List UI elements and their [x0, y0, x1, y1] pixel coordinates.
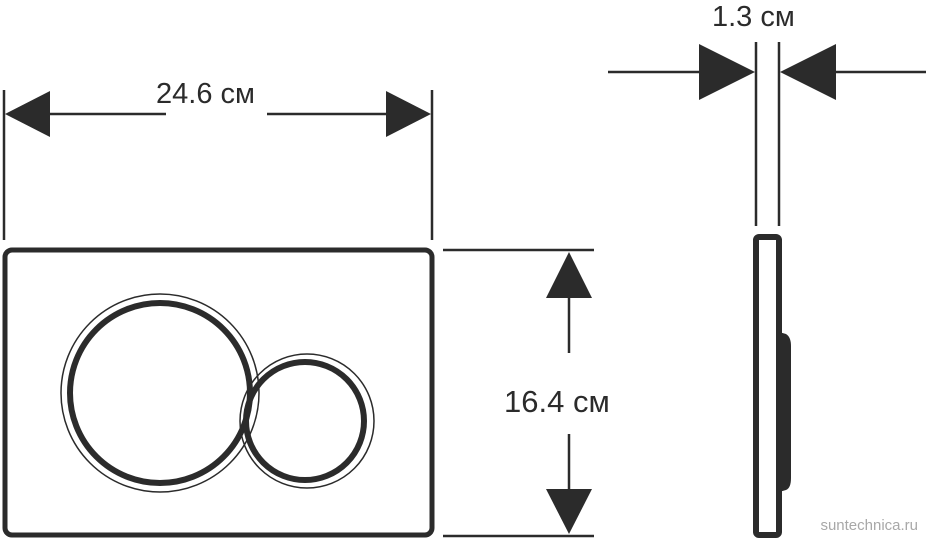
large-button [60, 293, 260, 493]
height-dimension-line [443, 248, 594, 538]
depth-dimension-line [608, 42, 926, 226]
watermark: suntechnica.ru [820, 517, 918, 534]
arrow-left-icon [5, 91, 50, 137]
arrow-left-icon [780, 44, 836, 100]
arrow-up-icon [546, 252, 592, 298]
side-view-plate [753, 234, 782, 538]
width-dimension-line [2, 90, 434, 240]
side-view-button-protrusion [779, 332, 791, 492]
arrow-right-icon [699, 44, 755, 100]
width-label: 24.6 см [156, 78, 255, 110]
arrow-right-icon [386, 91, 431, 137]
height-label: 16.4 см [504, 384, 610, 419]
arrow-down-icon [546, 489, 592, 534]
front-view-plate [2, 247, 435, 538]
depth-label: 1.3 см [712, 1, 795, 33]
small-button [239, 353, 375, 489]
